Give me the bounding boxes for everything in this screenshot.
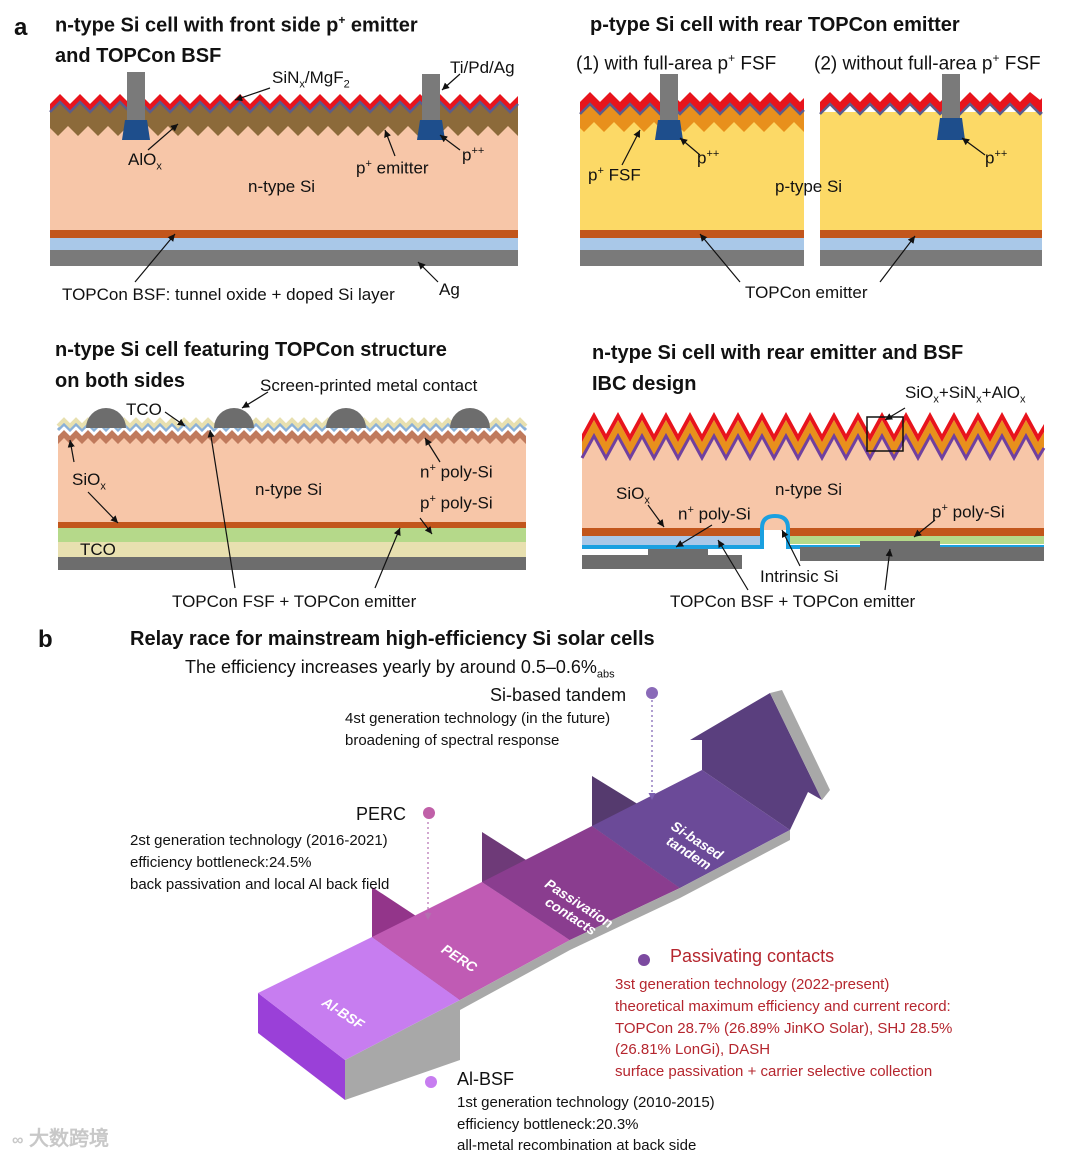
- cell1-ppp-label: p++: [462, 145, 485, 165]
- cell4-intrinsic-label: Intrinsic Si: [760, 567, 839, 586]
- cell1-metal-label: Ti/Pd/Ag: [450, 58, 515, 77]
- panel-b-title: Relay race for mainstream high-efficienc…: [130, 628, 655, 650]
- albsf-line3: all-metal recombination at back side: [457, 1137, 697, 1154]
- staircase: [258, 690, 830, 1100]
- cell1-alox-label: AlOx: [128, 150, 162, 173]
- tandem-line2: broadening of spectral response: [345, 732, 560, 749]
- passivating-name: Passivating contacts: [670, 946, 835, 966]
- cell4-diagram: [580, 407, 1046, 591]
- passivating-dot: [638, 954, 650, 966]
- passivating-line1: 3st generation technology (2022-present): [615, 976, 890, 993]
- watermark-logo-icon: ∞: [12, 1132, 24, 1149]
- cell3-diagram: [56, 391, 528, 589]
- albsf-dot: [425, 1076, 437, 1088]
- tandem-line1: 4st generation technology (in the future…: [345, 710, 611, 727]
- cell3-caption: TOPCon FSF + TOPCon emitter: [172, 592, 417, 611]
- cell4-npoly-label: n+ poly-Si: [678, 504, 751, 524]
- panel-a-letter: a: [14, 14, 28, 41]
- cell4-title-line2: IBC design: [592, 373, 697, 395]
- cell3-substrate-label: n-type Si: [255, 480, 323, 499]
- albsf-name: Al-BSF: [457, 1069, 515, 1089]
- panel-b-subtitle: The efficiency increases yearly by aroun…: [185, 657, 615, 681]
- cell3-contact-label: Screen-printed metal contact: [260, 376, 478, 395]
- cell2-subtitle-2: (2) without full-area p+ FSF: [814, 51, 1041, 75]
- perc-line1: 2st generation technology (2016-2021): [130, 832, 388, 849]
- perc-dot: [423, 807, 435, 819]
- cell1-diagram: [49, 72, 519, 283]
- cell1-title-line2: and TOPCon BSF: [55, 45, 222, 67]
- cell3-ppoly-label: p+ poly-Si: [420, 493, 493, 513]
- passivating-line2: theoretical maximum efficiency and curre…: [615, 998, 951, 1015]
- cell4-ppoly-label: p+ poly-Si: [932, 502, 1005, 522]
- cell2-title: p-type Si cell with rear TOPCon emitter: [590, 14, 960, 36]
- cell2-emitter-label: TOPCon emitter: [745, 283, 868, 302]
- cell1-bsf-label: TOPCon BSF: tunnel oxide + doped Si laye…: [62, 285, 395, 304]
- cell2-substrate-label: p-type Si: [775, 177, 843, 196]
- cell3-tco-bottom-label: TCO: [80, 540, 116, 559]
- cell2-ppp-label-2: p++: [985, 148, 1008, 168]
- cell2-fsf-label: p+ FSF: [588, 165, 641, 185]
- cell3-siox-label: SiOx: [72, 470, 106, 493]
- cell2-ppp-label-1: p++: [697, 148, 720, 168]
- cell2-diagram: [579, 74, 1043, 283]
- cell4-siox-label: SiOx: [616, 484, 650, 507]
- passivating-line3: TOPCon 28.7% (26.89% JinKO Solar), SHJ 2…: [615, 1020, 953, 1037]
- cell3-title-line2: on both sides: [55, 370, 185, 392]
- cell4-caption: TOPCon BSF + TOPCon emitter: [670, 592, 916, 611]
- cell1-substrate-label: n-type Si: [248, 177, 316, 196]
- perc-name: PERC: [356, 804, 407, 824]
- passivating-line4: (26.81% LonGi), DASH: [615, 1041, 771, 1058]
- cell3-npoly-label: n+ poly-Si: [420, 462, 493, 482]
- cell1-ag-label: Ag: [439, 280, 460, 299]
- cell2-subtitle-1: (1) with full-area p+ FSF: [576, 51, 777, 75]
- watermark: ∞ 大数跨境: [12, 1128, 109, 1150]
- cell4-substrate-label: n-type Si: [775, 480, 843, 499]
- perc-line2: efficiency bottleneck:24.5%: [130, 854, 312, 871]
- tandem-dot: [646, 687, 658, 699]
- albsf-line2: efficiency bottleneck:20.3%: [457, 1116, 639, 1133]
- albsf-line1: 1st generation technology (2010-2015): [457, 1094, 715, 1111]
- perc-line3: back passivation and local Al back field: [130, 876, 390, 893]
- cell3-title-line1: n-type Si cell featuring TOPCon structur…: [55, 339, 447, 361]
- tandem-name: Si-based tandem: [490, 685, 627, 705]
- cell1-emitter-label: p+ emitter: [356, 158, 429, 178]
- cell4-stack-label: SiOx+SiNx+AlOx: [905, 383, 1026, 406]
- cell3-tco-top-label: TCO: [126, 400, 162, 419]
- passivating-line5: surface passivation + carrier selective …: [615, 1063, 933, 1080]
- cell1-title-line1: n-type Si cell with front side p+ emitte…: [55, 13, 418, 37]
- panel-b-letter: b: [38, 626, 53, 653]
- cell1-arc-label: SiNx/MgF2: [272, 68, 350, 91]
- cell4-title-line1: n-type Si cell with rear emitter and BSF: [592, 342, 964, 364]
